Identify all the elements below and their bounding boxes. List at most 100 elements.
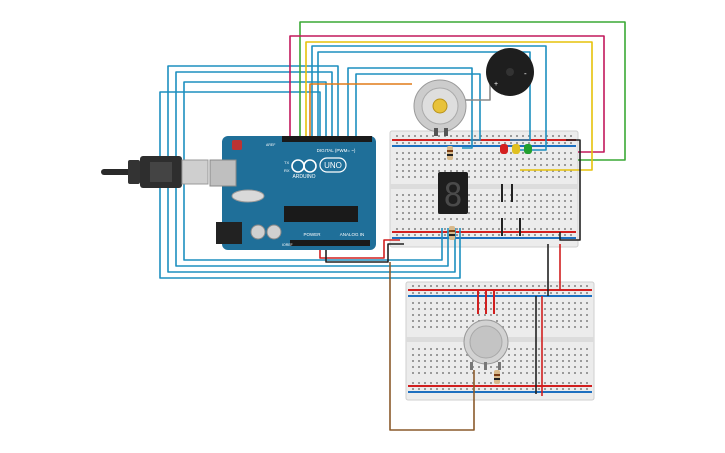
- breadboard-hole: [556, 382, 558, 384]
- breadboard-hole: [448, 320, 450, 322]
- breadboard-hole: [414, 170, 416, 172]
- reset-button[interactable]: [232, 140, 242, 150]
- piezo-buzzer[interactable]: - +: [486, 48, 534, 96]
- breadboard-hole: [426, 200, 428, 202]
- resistor-sensor[interactable]: [494, 370, 500, 384]
- breadboard-hole: [534, 212, 536, 214]
- breadboard-hole: [448, 366, 450, 368]
- gas-sensor[interactable]: [463, 319, 509, 370]
- breadboard-hole: [408, 200, 410, 202]
- breadboard-hole: [442, 382, 444, 384]
- breadboard-hole: [418, 372, 420, 374]
- breadboard-hole: [546, 176, 548, 178]
- breadboard-hole: [468, 218, 470, 220]
- breadboard-hole: [552, 194, 554, 196]
- wire-magenta-top: [289, 35, 605, 153]
- breadboard-hole: [424, 388, 426, 390]
- uno-logo-text: UNO: [324, 161, 342, 170]
- breadboard-hole: [408, 135, 410, 137]
- breadboard-main[interactable]: [389, 130, 579, 248]
- breadboard-hole: [522, 234, 524, 236]
- power-jack: [216, 222, 242, 244]
- breadboard-hole: [442, 372, 444, 374]
- breadboard-hole: [412, 285, 414, 287]
- breadboard-hole: [502, 372, 504, 374]
- usb-port: [209, 159, 237, 187]
- breadboard-hole: [472, 308, 474, 310]
- breadboard-hole: [520, 302, 522, 304]
- breadboard-hole: [570, 200, 572, 202]
- led-yellow[interactable]: [512, 144, 520, 154]
- breadboard-hole: [586, 348, 588, 350]
- breadboard-hole: [490, 314, 492, 316]
- breadboard-hole: [414, 200, 416, 202]
- breadboard-hole: [522, 170, 524, 172]
- breadboard-hole: [498, 206, 500, 208]
- breadboard-hole: [438, 152, 440, 154]
- resistor-top[interactable]: [447, 146, 453, 160]
- breadboard-hole: [466, 382, 468, 384]
- breadboard-hole: [522, 152, 524, 154]
- arduino-uno-board[interactable]: UNO ARDUINO DIGITAL (PWM= ~) POWER ANALO…: [209, 136, 376, 250]
- breadboard-hole: [570, 135, 572, 137]
- led-red[interactable]: [500, 144, 508, 154]
- breadboard-hole: [528, 228, 530, 230]
- breadboard-hole: [480, 234, 482, 236]
- digital-header: [282, 136, 372, 142]
- breadboard-hole: [426, 164, 428, 166]
- breadboard-hole: [432, 194, 434, 196]
- breadboard-hole: [402, 164, 404, 166]
- breadboard-hole: [486, 158, 488, 160]
- wire-orange-top: [309, 83, 412, 136]
- breadboard-hole: [396, 142, 398, 144]
- breadboard-hole: [522, 194, 524, 196]
- breadboard-hole: [466, 292, 468, 294]
- breadboard-hole: [492, 200, 494, 202]
- breadboard-hole: [580, 366, 582, 368]
- breadboard-hole: [472, 382, 474, 384]
- breadboard-hole: [520, 285, 522, 287]
- breadboard-hole: [414, 176, 416, 178]
- breadboard-hole: [570, 194, 572, 196]
- seven-segment-display[interactable]: 8: [438, 172, 468, 214]
- breadboard-hole: [534, 194, 536, 196]
- breadboard-hole: [564, 135, 566, 137]
- breadboard-hole: [516, 170, 518, 172]
- breadboard-hole: [478, 388, 480, 390]
- breadboard-hole: [556, 292, 558, 294]
- breadboard-hole: [558, 170, 560, 172]
- breadboard-hole: [586, 285, 588, 287]
- breadboard-hole: [454, 348, 456, 350]
- breadboard-hole: [522, 135, 524, 137]
- breadboard-hole: [540, 200, 542, 202]
- breadboard-hole: [568, 285, 570, 287]
- breadboard-hole: [586, 354, 588, 356]
- buzzer-plus-label: +: [494, 81, 498, 88]
- breadboard-hole: [570, 234, 572, 236]
- breadboard-hole: [424, 348, 426, 350]
- breadboard-hole: [562, 354, 564, 356]
- breadboard-hole: [468, 142, 470, 144]
- breadboard-hole: [552, 170, 554, 172]
- breadboard-hole: [528, 200, 530, 202]
- breadboard-hole: [568, 292, 570, 294]
- breadboard-hole: [520, 326, 522, 328]
- breadboard-hole: [522, 228, 524, 230]
- breadboard-hole: [396, 170, 398, 172]
- breadboard-hole: [510, 176, 512, 178]
- aref-label: AREF: [266, 143, 275, 147]
- breadboard-hole: [430, 366, 432, 368]
- breadboard-hole: [466, 354, 468, 356]
- breadboard-hole: [444, 152, 446, 154]
- breadboard-hole: [526, 308, 528, 310]
- led-green[interactable]: [524, 144, 532, 154]
- power-rail-blue-2: [408, 295, 592, 297]
- breadboard-hole: [462, 158, 464, 160]
- breadboard-hole: [534, 164, 536, 166]
- tx-label: TX: [284, 160, 289, 165]
- resistor-bottom[interactable]: [449, 226, 455, 240]
- breadboard-hole: [528, 194, 530, 196]
- dc-motor[interactable]: [413, 79, 467, 136]
- breadboard-hole: [408, 152, 410, 154]
- breadboard-hole: [574, 388, 576, 390]
